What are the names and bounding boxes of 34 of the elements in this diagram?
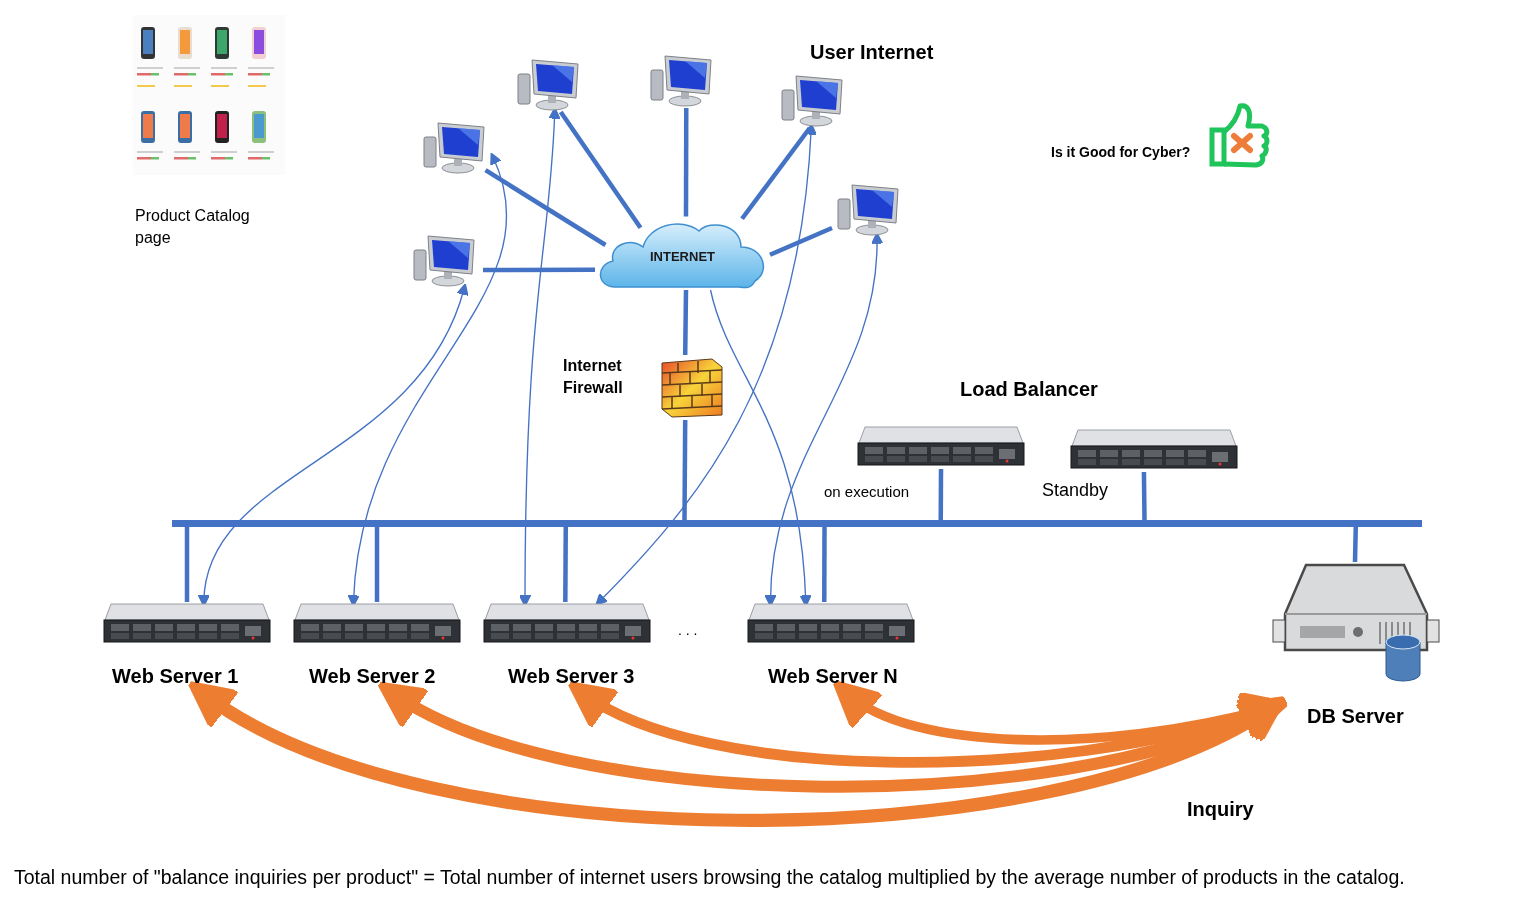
ellipsis-label: . . . [678, 621, 698, 640]
node-caption: Web Server N [768, 664, 899, 689]
network-link [484, 168, 607, 247]
network-link [374, 527, 380, 602]
node-caption: DB Server [1307, 704, 1405, 729]
node-caption: Product Catalog page [135, 206, 251, 249]
node-caption: Web Server 1 [112, 664, 240, 689]
label: User Internet [810, 40, 934, 65]
network-link [682, 289, 689, 356]
network-link [483, 267, 595, 273]
network-link [563, 527, 568, 602]
node-caption: Web Server 2 [309, 664, 437, 689]
cloud-label: INTERNET [650, 247, 715, 266]
caption: Total number of "balance inquiries per product" = Total number of internet users browsing the catalog multiplied by the average number of products in the catalog. [14, 865, 1405, 890]
request-arrow [595, 123, 817, 606]
inquiry-arrow [831, 681, 1290, 745]
network-link [184, 527, 190, 602]
network-link [822, 527, 827, 602]
label: Inquiry [1187, 797, 1254, 822]
network-bus-bar [172, 520, 1422, 527]
node-caption: on execution [824, 482, 911, 502]
node-caption: Standby [1042, 479, 1110, 502]
network-link [682, 420, 688, 520]
network-link [558, 110, 643, 230]
label: Load Balancer [960, 377, 1098, 402]
label: Is it Good for Cyber? [1051, 143, 1191, 162]
network-link [740, 126, 812, 221]
node-caption: Internet Firewall [563, 356, 624, 399]
network-link [938, 469, 944, 520]
network-link [769, 225, 833, 257]
network-link [1141, 471, 1147, 521]
node-caption: Web Server 3 [508, 664, 636, 689]
network-link [1352, 526, 1358, 563]
network-link [683, 108, 689, 217]
